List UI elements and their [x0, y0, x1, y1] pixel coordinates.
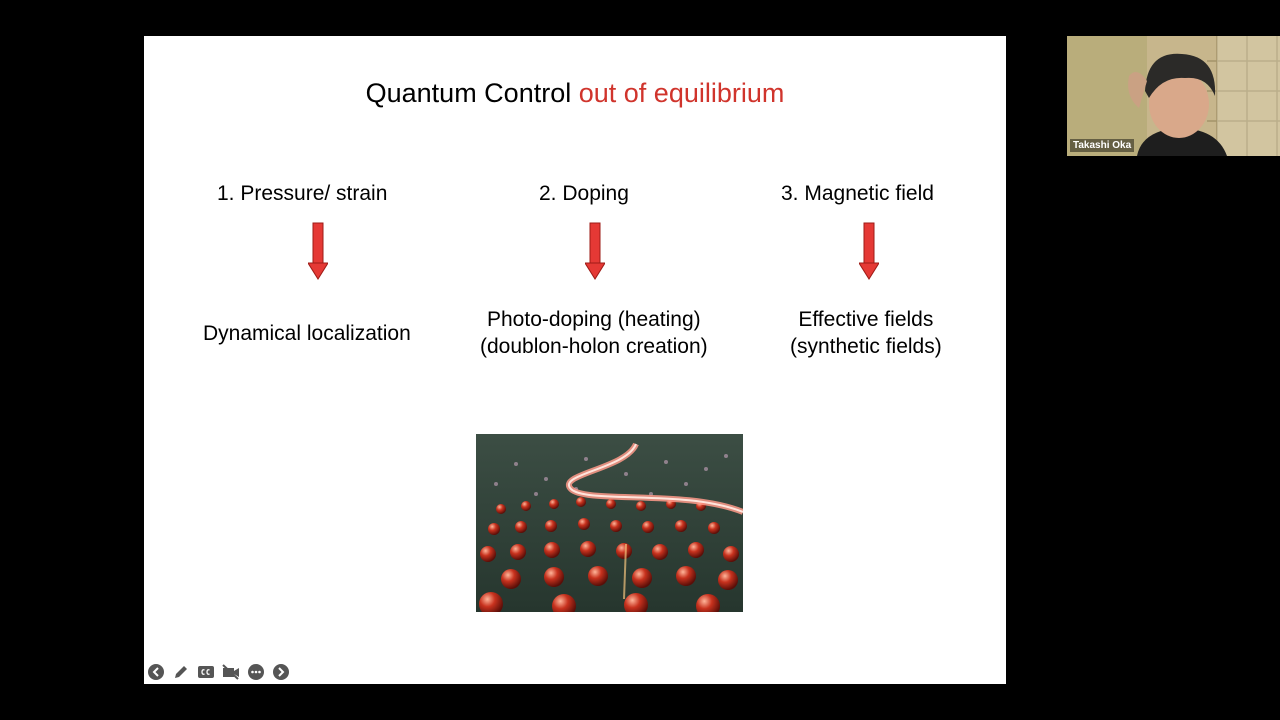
slide: Quantum Control out of equilibrium 1. Pr… — [144, 36, 1006, 684]
previous-icon[interactable] — [146, 663, 165, 682]
column-2-result: Photo-doping (heating) (doublon-holon cr… — [480, 308, 708, 358]
more-icon[interactable] — [246, 663, 265, 682]
down-arrow-icon — [859, 222, 879, 280]
captions-icon[interactable] — [196, 663, 215, 682]
down-arrow-icon — [585, 222, 605, 280]
participant-name: Takashi Oka — [1070, 139, 1135, 152]
column-3-result: Effective fields (synthetic fields) — [790, 308, 942, 358]
down-arrow-icon — [308, 222, 328, 280]
participant-avatar — [1067, 36, 1280, 156]
title-accent: out of equilibrium — [578, 78, 785, 108]
presentation-controls — [146, 662, 290, 682]
participant-video[interactable]: Takashi Oka — [1067, 36, 1280, 156]
column-3-heading: 3. Magnetic field — [781, 182, 934, 205]
column-1-heading: 1. Pressure/ strain — [217, 182, 388, 205]
video-off-icon[interactable] — [221, 663, 240, 682]
pen-icon[interactable] — [171, 663, 190, 682]
title-main: Quantum Control — [365, 78, 572, 108]
next-icon[interactable] — [271, 663, 290, 682]
slide-title: Quantum Control out of equilibrium — [144, 78, 1006, 109]
column-1-result: Dynamical localization — [203, 322, 411, 345]
lattice-illustration — [476, 434, 743, 612]
column-2-heading: 2. Doping — [539, 182, 629, 205]
